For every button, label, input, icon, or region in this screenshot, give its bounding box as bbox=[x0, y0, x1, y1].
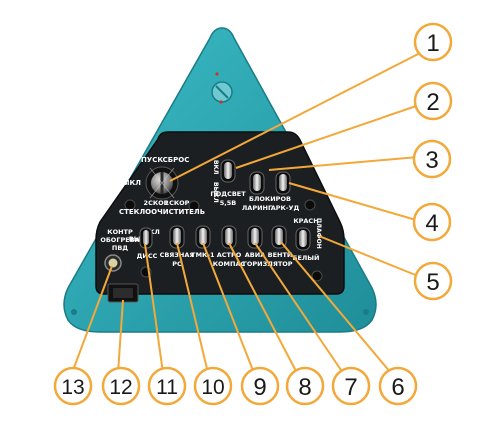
label-podsvet-v: 5,5В bbox=[220, 199, 237, 207]
wiper-rotary-switch[interactable] bbox=[145, 166, 179, 200]
label-ark: АРК-УД bbox=[271, 204, 300, 212]
callout-4-number: 4 bbox=[425, 210, 438, 237]
callout-12-number: 12 bbox=[109, 376, 132, 399]
label-kompas: КОМПАС bbox=[213, 260, 246, 268]
label-podsvet: ПОДСВЕТ bbox=[210, 190, 246, 198]
callout-5: 5 bbox=[413, 261, 453, 301]
toggle-ark[interactable] bbox=[275, 171, 291, 195]
heater-indicator-lamp bbox=[104, 254, 122, 272]
toggle-plafon[interactable] bbox=[295, 227, 311, 251]
label-horiz: ГОРИЗ bbox=[243, 260, 268, 268]
callout-8: 8 bbox=[285, 366, 325, 406]
callout-1: 1 bbox=[413, 22, 453, 62]
label-wiper-1skor: 1СКОР bbox=[165, 199, 190, 207]
label-bely: БЕЛЫЙ bbox=[293, 253, 320, 262]
label-laring: ЛАРИНГ bbox=[242, 204, 272, 212]
corner-screw bbox=[363, 309, 369, 315]
black-push-button[interactable] bbox=[107, 283, 139, 303]
callout-11: 11 bbox=[147, 366, 187, 406]
label-astro: АСТРО bbox=[217, 251, 242, 259]
toggle-astro[interactable] bbox=[221, 225, 237, 249]
label-venti: ВЕНТИ bbox=[268, 251, 293, 259]
label-kontr-3: ПВД bbox=[112, 244, 128, 252]
label-plafon: ПЛАФОН bbox=[315, 218, 322, 249]
label-kontr-1: КОНТР bbox=[107, 228, 133, 236]
corner-screw bbox=[71, 309, 77, 315]
label-lyator: ЛЯТОР bbox=[267, 260, 292, 268]
label-svyaznaya: СВЯЗНАЯ bbox=[160, 251, 195, 259]
toggle-laring[interactable] bbox=[249, 171, 265, 195]
callout-7-number: 7 bbox=[344, 374, 357, 401]
callout-13: 13 bbox=[53, 366, 93, 406]
callout-6: 6 bbox=[378, 366, 418, 406]
label-aviag: АВИА bbox=[245, 251, 265, 259]
callout-7: 7 bbox=[331, 366, 371, 406]
callout-12: 12 bbox=[101, 366, 141, 406]
callout-2: 2 bbox=[413, 81, 453, 121]
callout-1-number: 1 bbox=[426, 30, 439, 57]
top-screw bbox=[211, 72, 233, 104]
callout-13-number: 13 bbox=[61, 376, 84, 399]
label-krasn: КРАСН bbox=[293, 217, 318, 225]
leader-lines bbox=[71, 50, 425, 374]
label-blokirov: БЛОКИРОВ bbox=[249, 195, 291, 203]
callout-5-number: 5 bbox=[426, 269, 439, 296]
callout-11-number: 11 bbox=[156, 376, 178, 399]
toggle-aviag[interactable] bbox=[247, 225, 263, 249]
callout-4: 4 bbox=[412, 202, 452, 242]
callout-3: 3 bbox=[412, 139, 452, 179]
callout-6-number: 6 bbox=[391, 374, 404, 401]
callout-9-number: 9 bbox=[253, 374, 266, 401]
callout-9: 9 bbox=[240, 366, 280, 406]
label-rs: РС bbox=[172, 260, 182, 268]
toggle-svyaznaya[interactable] bbox=[169, 225, 185, 249]
label-wiper-2skor: 2СКОР bbox=[144, 199, 169, 207]
callout-10-number: 10 bbox=[201, 376, 224, 399]
callout-8-number: 8 bbox=[298, 374, 311, 401]
label-wiper-sbros: СБРОС bbox=[163, 156, 190, 164]
callout-2-number: 2 bbox=[426, 89, 439, 116]
label-wiper-vykl: ВЫКЛ bbox=[117, 179, 141, 187]
label-podsvet-vykl: ВЫКЛ bbox=[212, 182, 219, 203]
toggle-gmk[interactable] bbox=[195, 225, 211, 249]
label-kontr-2: ОБОГРЕВА bbox=[100, 236, 139, 244]
callout-10: 10 bbox=[193, 366, 233, 406]
toggle-diss[interactable] bbox=[139, 227, 153, 249]
callout-3-number: 3 bbox=[425, 147, 438, 174]
label-wiper-title: СТЕКЛООЧИСТИТЕЛЬ bbox=[119, 208, 205, 216]
label-gmk: ГМК-1 bbox=[191, 251, 215, 259]
label-podsvet-vkl: ВКЛ bbox=[212, 160, 219, 174]
label-wiper-pusk: ПУСК bbox=[141, 156, 163, 164]
toggle-podsvet[interactable] bbox=[220, 159, 236, 183]
